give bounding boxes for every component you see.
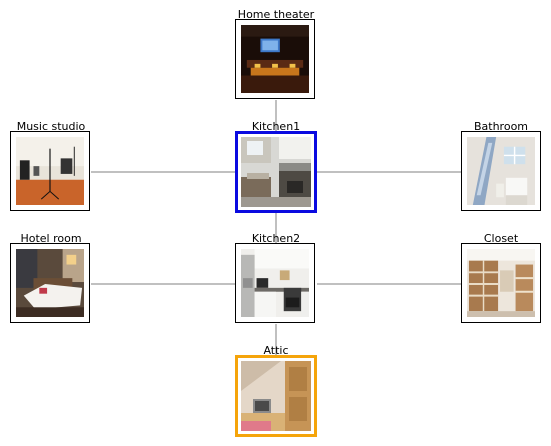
- attic-photo: [241, 361, 311, 431]
- bathroom-photo: [467, 137, 535, 205]
- room-label-music-studio: Music studio: [16, 120, 86, 133]
- room-label-home-theater: Home theater: [237, 8, 315, 21]
- room-node-attic[interactable]: [235, 355, 317, 437]
- home-theater-photo: [241, 25, 309, 93]
- room-node-home-theater[interactable]: [235, 19, 315, 99]
- room-node-kitchen2[interactable]: [235, 243, 315, 323]
- room-label-attic: Attic: [263, 344, 289, 357]
- closet-photo: [467, 249, 535, 317]
- kitchen-photo: [241, 249, 309, 317]
- hotel-room-photo: [16, 249, 84, 317]
- room-node-hotel-room[interactable]: [10, 243, 90, 323]
- music-studio-photo: [16, 137, 84, 205]
- room-label-hotel-room: Hotel room: [20, 232, 82, 245]
- room-node-bathroom[interactable]: [461, 131, 541, 211]
- room-label-bathroom: Bathroom: [473, 120, 529, 133]
- room-label-kitchen2: Kitchen2: [251, 232, 301, 245]
- room-node-closet[interactable]: [461, 243, 541, 323]
- room-label-closet: Closet: [483, 232, 519, 245]
- room-node-kitchen1[interactable]: [235, 131, 317, 213]
- room-label-kitchen1: Kitchen1: [251, 120, 301, 133]
- kitchen-photo: [241, 137, 311, 207]
- room-node-music-studio[interactable]: [10, 131, 90, 211]
